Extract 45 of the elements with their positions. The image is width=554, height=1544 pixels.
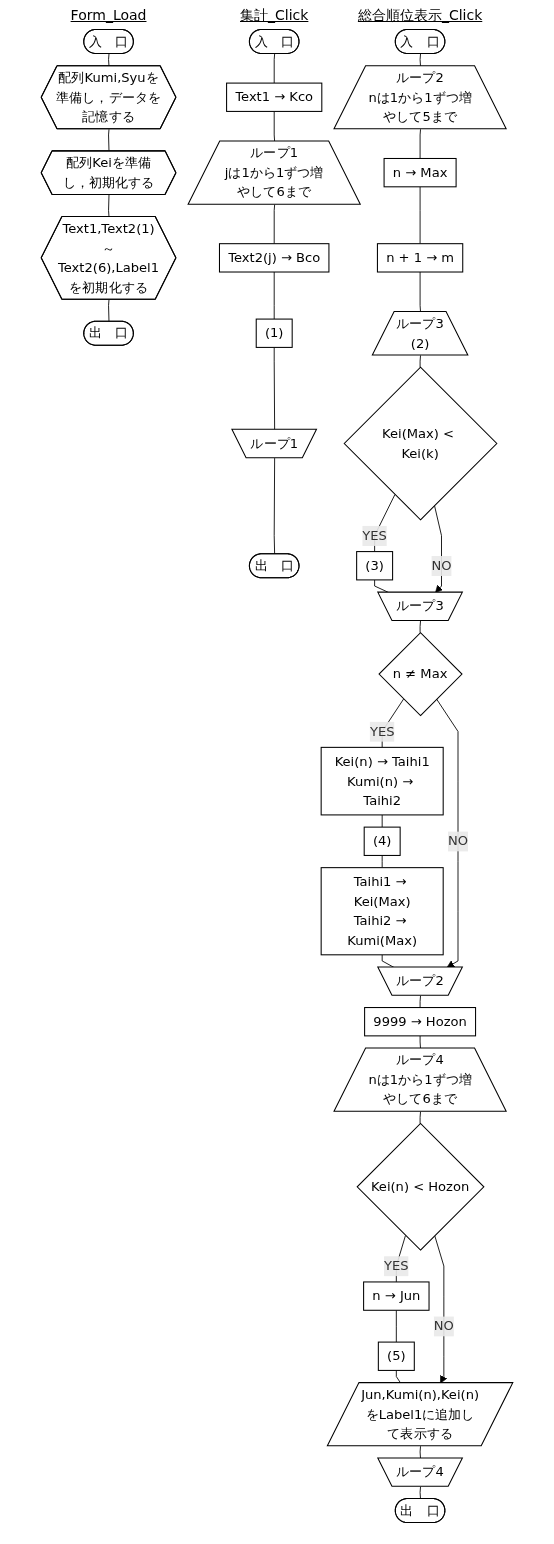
edge-label: YES [362, 527, 387, 544]
connector [419, 355, 421, 368]
connector [108, 299, 110, 323]
connector [381, 855, 383, 869]
edge-label: NO [447, 833, 469, 849]
edge-label: NO [433, 1318, 454, 1334]
node-box: n + 1 → m [376, 243, 464, 273]
connector [419, 186, 421, 245]
connector [108, 194, 110, 218]
edge-label: NO [431, 557, 452, 574]
node-box: (4) [363, 826, 401, 856]
connector [419, 995, 421, 1008]
node-diamond: n ≠ Max [378, 631, 463, 717]
connector [419, 620, 421, 634]
chart-heading: Form_Load [70, 7, 147, 24]
node-box: (5) [377, 1341, 415, 1371]
node-diamond: Kei(Max) < Kei(k) [343, 366, 498, 521]
node-box: Taihi1 → Kei(Max) Taihi2 → Kumi(Max) [320, 867, 444, 956]
node-box: (1) [255, 318, 293, 348]
connector [419, 128, 421, 159]
connector [108, 128, 110, 152]
node-box: n → Max [383, 157, 457, 188]
connector [381, 814, 383, 828]
connector [273, 53, 276, 84]
connector [273, 457, 276, 555]
node-box: Text2(j) → Bco [218, 243, 330, 273]
connector [108, 53, 110, 67]
chart-heading: 総合順位表示_Click [357, 7, 483, 26]
connector [419, 1486, 421, 1500]
connector [395, 1309, 397, 1343]
edge-label: YES [384, 1257, 409, 1274]
connector [273, 204, 276, 245]
chart-heading: 集計_Click [240, 7, 309, 26]
node-box: 9999 → Hozon [364, 1007, 477, 1037]
connector [419, 1035, 421, 1049]
connector [273, 271, 275, 320]
node-box: (3) [356, 551, 394, 581]
connector [273, 111, 276, 142]
connector [419, 1111, 421, 1124]
edge-label: YES [369, 723, 395, 740]
connector [419, 1445, 421, 1459]
node-box: Text1 → Kco [226, 82, 323, 112]
node-box: Kei(n) → Taihi1 Kumi(n) → Taihi2 [320, 746, 444, 816]
node-diamond: Kei(n) < Hozon [356, 1122, 485, 1251]
node-box: n → Jun [363, 1281, 430, 1311]
